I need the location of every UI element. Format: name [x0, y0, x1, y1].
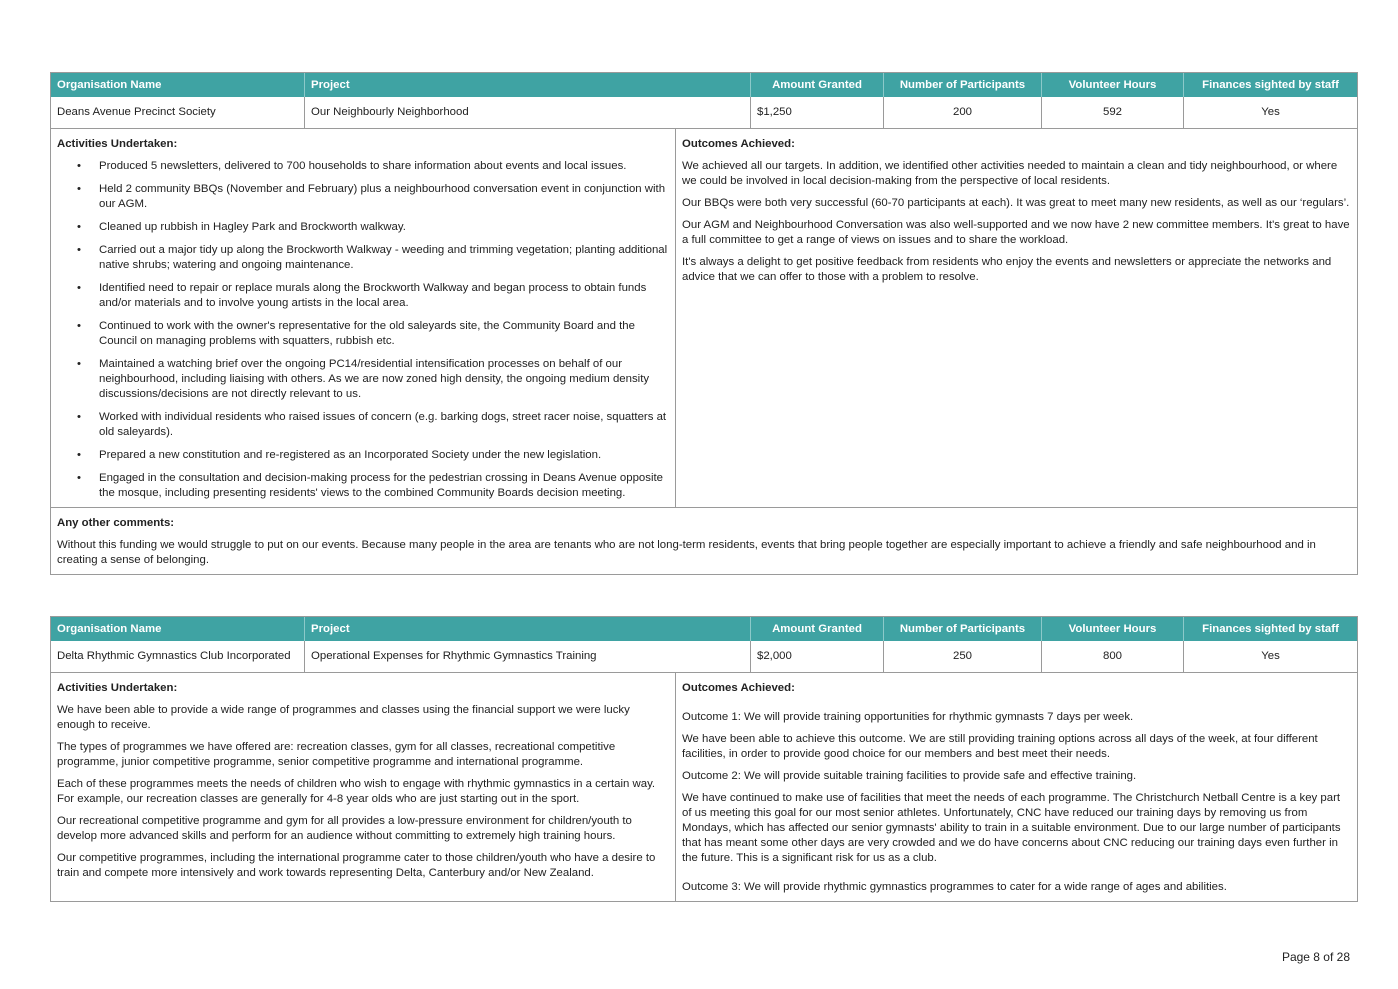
paragraph: Our BBQs were both very successful (60-7…: [682, 197, 1350, 209]
paragraph: Each of these programmes meets the needs…: [57, 778, 656, 805]
header-project: Project: [305, 617, 751, 641]
data-row: Delta Rhythmic Gymnastics Club Incorpora…: [51, 641, 1357, 672]
amount: $2,000: [751, 641, 884, 672]
paragraph: Outcome 2: We will provide suitable trai…: [682, 770, 1137, 782]
outcomes-section: Outcomes Achieved: Outcome 1: We will pr…: [676, 673, 1357, 901]
grant-table-1: Organisation Name Project Amount Granted…: [50, 72, 1358, 575]
list-item: Carried out a major tidy up along the Br…: [57, 243, 669, 273]
activities-heading: Activities Undertaken:: [57, 682, 178, 694]
outcomes-heading: Outcomes Achieved:: [682, 138, 795, 150]
list-item: Identified need to repair or replace mur…: [57, 281, 669, 311]
paragraph: Our recreational competitive programme a…: [57, 815, 632, 842]
amount: $1,250: [751, 97, 884, 128]
header-row: Organisation Name Project Amount Granted…: [51, 73, 1357, 97]
list-item: Maintained a watching brief over the ong…: [57, 357, 669, 402]
data-row: Deans Avenue Precinct Society Our Neighb…: [51, 97, 1357, 128]
header-participants: Number of Participants: [884, 73, 1042, 97]
list-item: Produced 5 newsletters, delivered to 700…: [57, 159, 669, 174]
paragraph: We have been able to achieve this outcom…: [682, 733, 1318, 760]
paragraph: Our AGM and Neighbourhood Conversation w…: [682, 219, 1350, 246]
finances: Yes: [1261, 106, 1280, 118]
comments-heading: Any other comments:: [57, 517, 175, 529]
org-name: Delta Rhythmic Gymnastics Club Incorpora…: [51, 641, 305, 672]
paragraph: We have been able to provide a wide rang…: [57, 704, 630, 731]
page-number: Page 8 of 28: [1281, 950, 1350, 964]
org-name: Deans Avenue Precinct Society: [51, 97, 305, 128]
header-project: Project: [305, 73, 751, 97]
paragraph: Our competitive programmes, including th…: [57, 852, 656, 879]
list-item: Cleaned up rubbish in Hagley Park and Br…: [57, 220, 669, 235]
header-finances: Finances sighted by staff: [1202, 79, 1339, 91]
paragraph: We achieved all our targets. In addition…: [682, 160, 1338, 187]
list-item: Held 2 community BBQs (November and Febr…: [57, 182, 669, 212]
header-participants: Number of Participants: [884, 617, 1042, 641]
header-org: Organisation Name: [51, 73, 305, 97]
header-row: Organisation Name Project Amount Granted…: [51, 617, 1357, 641]
activities-list: Produced 5 newsletters, delivered to 700…: [57, 159, 669, 501]
list-item: Prepared a new constitution and re-regis…: [57, 448, 669, 463]
details: Activities Undertaken: Produced 5 newsle…: [51, 128, 1357, 507]
header-org: Organisation Name: [51, 617, 305, 641]
finances: Yes: [1261, 650, 1280, 662]
participants: 250: [884, 641, 1042, 672]
grant-table-2: Organisation Name Project Amount Granted…: [50, 616, 1358, 902]
list-item: Continued to work with the owner's repre…: [57, 319, 669, 349]
header-amount: Amount Granted: [751, 617, 884, 641]
paragraph: Outcome 3: We will provide rhythmic gymn…: [682, 881, 1227, 893]
list-item: Worked with individual residents who rai…: [57, 410, 669, 440]
project-name: Operational Expenses for Rhythmic Gymnas…: [305, 641, 751, 672]
comments-section: Any other comments: Without this funding…: [51, 507, 1357, 574]
paragraph: Outcome 1: We will provide training oppo…: [682, 711, 1134, 723]
header-finances: Finances sighted by staff: [1202, 623, 1339, 635]
activities-heading: Activities Undertaken:: [57, 138, 178, 150]
header-amount: Amount Granted: [751, 73, 884, 97]
comments-text: Without this funding we would struggle t…: [57, 539, 1316, 566]
paragraph: It's always a delight to get positive fe…: [682, 256, 1332, 283]
outcomes-section: Outcomes Achieved: We achieved all our t…: [676, 129, 1357, 507]
participants: 200: [884, 97, 1042, 128]
activities-section: Activities Undertaken: Produced 5 newsle…: [51, 129, 676, 507]
header-hours: Volunteer Hours: [1042, 73, 1184, 97]
paragraph: The types of programmes we have offered …: [57, 741, 616, 768]
activities-section: Activities Undertaken: We have been able…: [51, 673, 676, 901]
header-hours: Volunteer Hours: [1042, 617, 1184, 641]
hours: 592: [1042, 97, 1184, 128]
hours: 800: [1042, 641, 1184, 672]
paragraph: We have continued to make use of facilit…: [682, 792, 1341, 864]
list-item: Engaged in the consultation and decision…: [57, 471, 669, 501]
outcomes-heading: Outcomes Achieved:: [682, 682, 795, 694]
project-name: Our Neighbourly Neighborhood: [305, 97, 751, 128]
details: Activities Undertaken: We have been able…: [51, 672, 1357, 901]
